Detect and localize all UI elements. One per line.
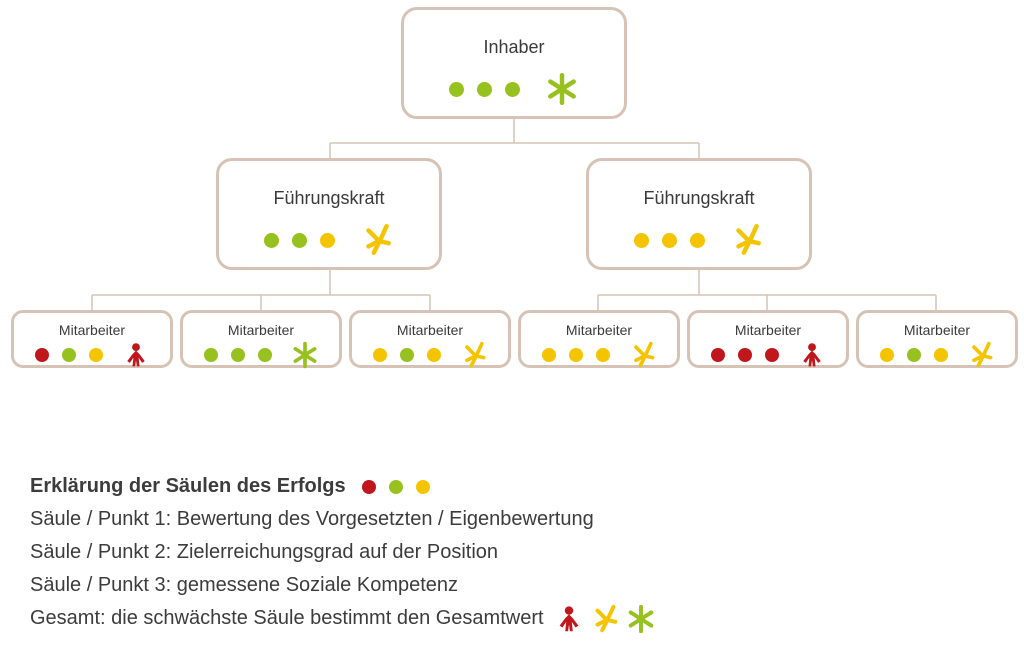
employee-box-4: Mitarbeiter: [518, 310, 680, 368]
legend-line-1: Säule / Punkt 1: Bewertung des Vorgesetz…: [30, 508, 594, 530]
red-dot: [710, 348, 725, 362]
legend-heading-row: Erklärung der Säulen des Erfolgs: [30, 470, 656, 503]
employee-title: Mitarbeiter: [903, 322, 971, 338]
red-person-icon: [554, 604, 584, 634]
yellow-dot: [662, 232, 677, 248]
green-dot: [449, 81, 464, 97]
legend-heading-dots: [361, 479, 430, 494]
green-dot: [264, 232, 279, 248]
legend-total: Gesamt: die schwächste Säule bestimmt de…: [30, 607, 544, 629]
green-dot: [399, 348, 414, 362]
pillar-dots: [589, 223, 809, 257]
employee-title: Mitarbeiter: [396, 322, 464, 338]
yellow-dot: [541, 348, 556, 362]
yellow-dot: [88, 348, 103, 362]
employee-title: Mitarbeiter: [734, 322, 802, 338]
yellow-dancing-person-icon: [629, 341, 657, 369]
green-dot: [61, 348, 76, 362]
green-dot: [203, 348, 218, 362]
green-dot: [906, 348, 921, 362]
pillar-dots: [690, 341, 846, 369]
employee-title: Mitarbeiter: [58, 322, 126, 338]
employee-title: Mitarbeiter: [227, 322, 295, 338]
pillar-dots: [14, 341, 170, 369]
legend-total-symbols: [554, 604, 656, 634]
yellow-dancing-person-icon: [360, 223, 394, 257]
legend-line-2: Säule / Punkt 2: Zielerreichungsgrad auf…: [30, 541, 499, 563]
yellow-dot: [879, 348, 894, 362]
green-dot: [505, 81, 520, 97]
green-star-person-icon: [545, 72, 579, 106]
pillar-dots: [404, 72, 624, 106]
manager-box-1: Führungskraft: [216, 158, 442, 270]
green-dot: [477, 81, 492, 97]
yellow-dot: [933, 348, 948, 362]
legend-line-3: Säule / Punkt 3: gemessene Soziale Kompe…: [30, 574, 459, 596]
pillar-dots: [183, 341, 339, 369]
red-person-icon: [798, 341, 826, 369]
employee-box-2: Mitarbeiter: [180, 310, 342, 369]
yellow-dot: [372, 348, 387, 362]
pillar-dots: [352, 341, 508, 369]
green-star-person-icon: [291, 341, 319, 369]
manager-title: Führungskraft: [643, 188, 755, 208]
yellow-dancing-person-icon: [460, 341, 488, 369]
legend: Erklärung der Säulen des Erfolgs Säule /…: [30, 470, 656, 635]
yellow-dancing-person-icon: [967, 341, 995, 369]
green-dot: [257, 348, 272, 362]
green-dot: [230, 348, 245, 362]
yellow-dot: [320, 232, 335, 248]
red-person-icon: [122, 341, 150, 369]
red-dot: [361, 479, 376, 494]
green-dot: [292, 232, 307, 248]
red-dot: [34, 348, 49, 362]
employee-box-1: Mitarbeiter: [11, 310, 173, 368]
legend-heading: Erklärung der Säulen des Erfolgs: [30, 475, 346, 497]
employee-box-5: Mitarbeiter: [687, 310, 849, 368]
pillar-dots: [859, 341, 1015, 369]
yellow-dot: [690, 232, 705, 248]
manager-title: Führungskraft: [273, 188, 385, 208]
red-dot: [764, 348, 779, 362]
employee-title: Mitarbeiter: [565, 322, 633, 338]
pillar-dots: [521, 341, 677, 369]
yellow-dot: [634, 232, 649, 248]
yellow-dancing-person-icon: [590, 604, 620, 634]
yellow-dot: [426, 348, 441, 362]
manager-box-2: Führungskraft: [586, 158, 812, 270]
legend-total-row: Gesamt: die schwächste Säule bestimmt de…: [30, 602, 656, 635]
green-dot: [388, 479, 403, 494]
green-star-person-icon: [626, 604, 656, 634]
owner-box: Inhaber: [401, 7, 627, 119]
employee-box-6: Mitarbeiter: [856, 310, 1018, 368]
pillar-dots: [219, 223, 439, 257]
yellow-dot: [568, 348, 583, 362]
yellow-dancing-person-icon: [730, 223, 764, 257]
employee-box-3: Mitarbeiter: [349, 310, 511, 368]
yellow-dot: [595, 348, 610, 362]
red-dot: [737, 348, 752, 362]
owner-title: Inhaber: [483, 37, 545, 57]
yellow-dot: [415, 479, 430, 494]
